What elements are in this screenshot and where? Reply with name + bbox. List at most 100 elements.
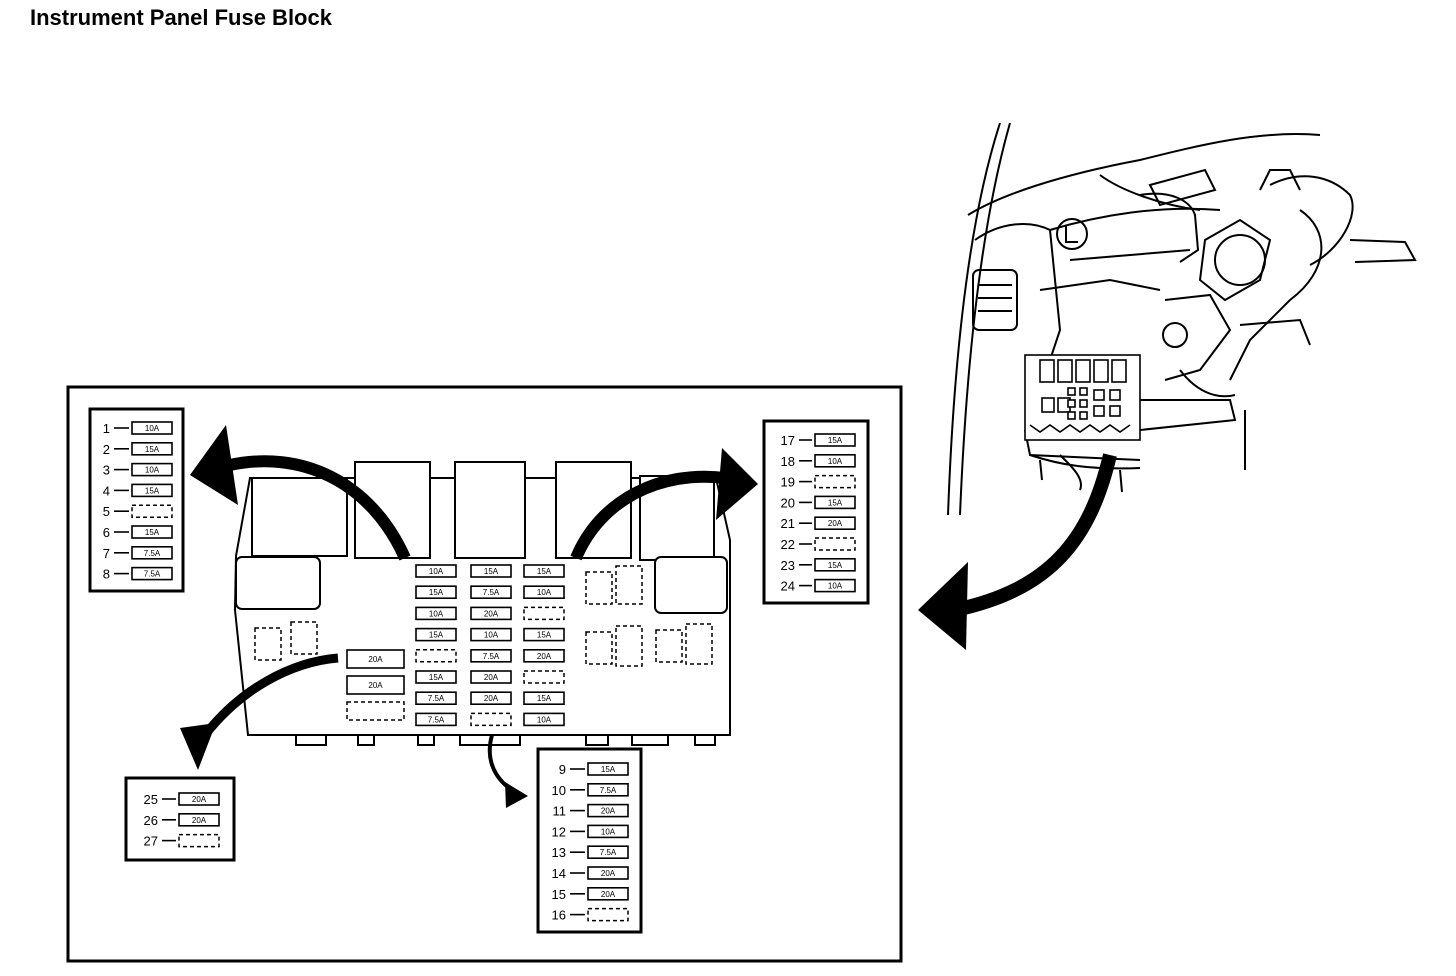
fuse-number: 9 — [559, 762, 566, 777]
fuse-outline — [470, 627, 512, 642]
fuse-rating: 10A — [828, 457, 843, 466]
fuse-number: 16 — [552, 908, 566, 923]
legend-fuse: 15A — [814, 433, 856, 447]
fuse-rating: 7.5A — [483, 588, 500, 597]
block-fuse: 15A — [523, 564, 565, 578]
block-large-fuse — [346, 701, 405, 721]
fuse-number: 18 — [781, 454, 795, 469]
legend-fuse: 7.5A — [131, 545, 173, 560]
fuse-number: 22 — [781, 537, 795, 552]
block-fuse: 10A — [523, 712, 565, 727]
block-fuses: 10A15A10A15A15A7.5A7.5A15A7.5A20A10A7.5A… — [346, 564, 565, 727]
fuse-rating: 15A — [145, 445, 160, 454]
fuse-rating: 15A — [429, 631, 444, 640]
legend-box — [536, 747, 643, 934]
fuse-number: 2 — [103, 442, 110, 457]
legend-fuse: 7.5A — [587, 782, 629, 797]
fuse-number: 26 — [144, 813, 158, 828]
dashboard-fuse-block — [1024, 354, 1141, 441]
block-fuse: 10A — [415, 606, 457, 621]
fuse-outline — [346, 649, 405, 669]
fuse-number: 15 — [552, 887, 566, 902]
fuse-outline — [523, 691, 565, 706]
fuse-number: 14 — [552, 866, 566, 881]
fuse-rating: 20A — [601, 807, 616, 816]
fuse-rating: 20A — [192, 816, 207, 825]
fuse-outline — [470, 712, 512, 727]
fuse-number: 19 — [781, 475, 795, 490]
legend-fuse: 15A — [131, 525, 173, 539]
fuse-number: 24 — [781, 579, 795, 594]
fuse-outline — [415, 606, 457, 621]
fuse-rating: 15A — [537, 694, 552, 703]
legend-fuse — [178, 833, 220, 848]
fuse-rating: 7.5A — [428, 694, 445, 703]
empty-relay-sockets — [254, 565, 713, 667]
fuse-outline — [523, 670, 565, 684]
fuse-outline — [415, 564, 457, 578]
block-fuse: 15A — [523, 627, 565, 642]
fuse-number: 8 — [103, 567, 110, 582]
fuse-number: 7 — [103, 546, 110, 561]
fuse-outline — [587, 803, 629, 818]
fuse-number: 4 — [103, 483, 110, 498]
fuse-outline — [415, 691, 457, 706]
block-fuse: 20A — [523, 648, 565, 663]
fuse-outline — [415, 627, 457, 642]
legend-fuse: 20A — [587, 803, 629, 818]
fuse-rating: 15A — [537, 567, 552, 576]
legend-fuse — [131, 504, 173, 518]
fuse-outline — [814, 495, 856, 510]
fuse-rating: 20A — [484, 609, 499, 618]
block-fuse: 7.5A — [470, 585, 512, 600]
block-large-fuse: 20A — [346, 675, 405, 695]
block-fuse: 15A — [415, 585, 457, 600]
fuse-outline — [415, 670, 457, 684]
fuse-outline — [523, 564, 565, 578]
fuse-rating: 15A — [429, 673, 444, 682]
fuse-rating: 7.5A — [428, 715, 445, 724]
fuse-outline — [131, 504, 173, 518]
block-fuse: 15A — [523, 691, 565, 706]
legend-box — [88, 407, 185, 593]
fuse-outline — [131, 421, 173, 435]
fuse-rating: 7.5A — [144, 570, 161, 579]
legend-fuse: 10A — [587, 824, 629, 839]
fuse-outline — [523, 606, 565, 621]
fuse-number: 5 — [103, 504, 110, 519]
fuse-rating: 15A — [828, 561, 843, 570]
fuse-rating: 20A — [192, 795, 207, 804]
block-fuse: 20A — [470, 691, 512, 706]
fuse-rating: 20A — [368, 681, 383, 690]
legend-fuse: 15A — [814, 495, 856, 510]
fuse-outline — [814, 433, 856, 447]
fuse-outline — [523, 627, 565, 642]
legend-fuse: 15A — [131, 441, 173, 456]
fuse-rating: 10A — [429, 567, 444, 576]
legend-fuse: 10A — [814, 578, 856, 593]
fuse-block-body — [233, 461, 731, 746]
block-fuse: 15A — [470, 564, 512, 578]
legend-fuse: 20A — [178, 792, 220, 806]
fuse-rating: 15A — [828, 498, 843, 507]
legend-fuse: 15A — [814, 557, 856, 572]
fuse-outline — [523, 585, 565, 600]
legend-fuse: 15A — [587, 762, 629, 776]
legend-fuse: 7.5A — [587, 845, 629, 860]
fuse-rating: 20A — [484, 694, 499, 703]
block-fuse: 15A — [415, 670, 457, 684]
fuse-outline — [346, 701, 405, 721]
fuse-outline — [587, 782, 629, 797]
fuse-outline — [814, 453, 856, 468]
block-fuse: 7.5A — [415, 691, 457, 706]
fuse-outline — [415, 712, 457, 727]
legend-fuse: 15A — [131, 483, 173, 498]
fuse-rating: 7.5A — [144, 549, 161, 558]
fuse-outline — [587, 886, 629, 901]
legend-fuse — [814, 474, 856, 489]
fuse-outline — [178, 812, 220, 827]
fuse-rating: 15A — [484, 567, 499, 576]
